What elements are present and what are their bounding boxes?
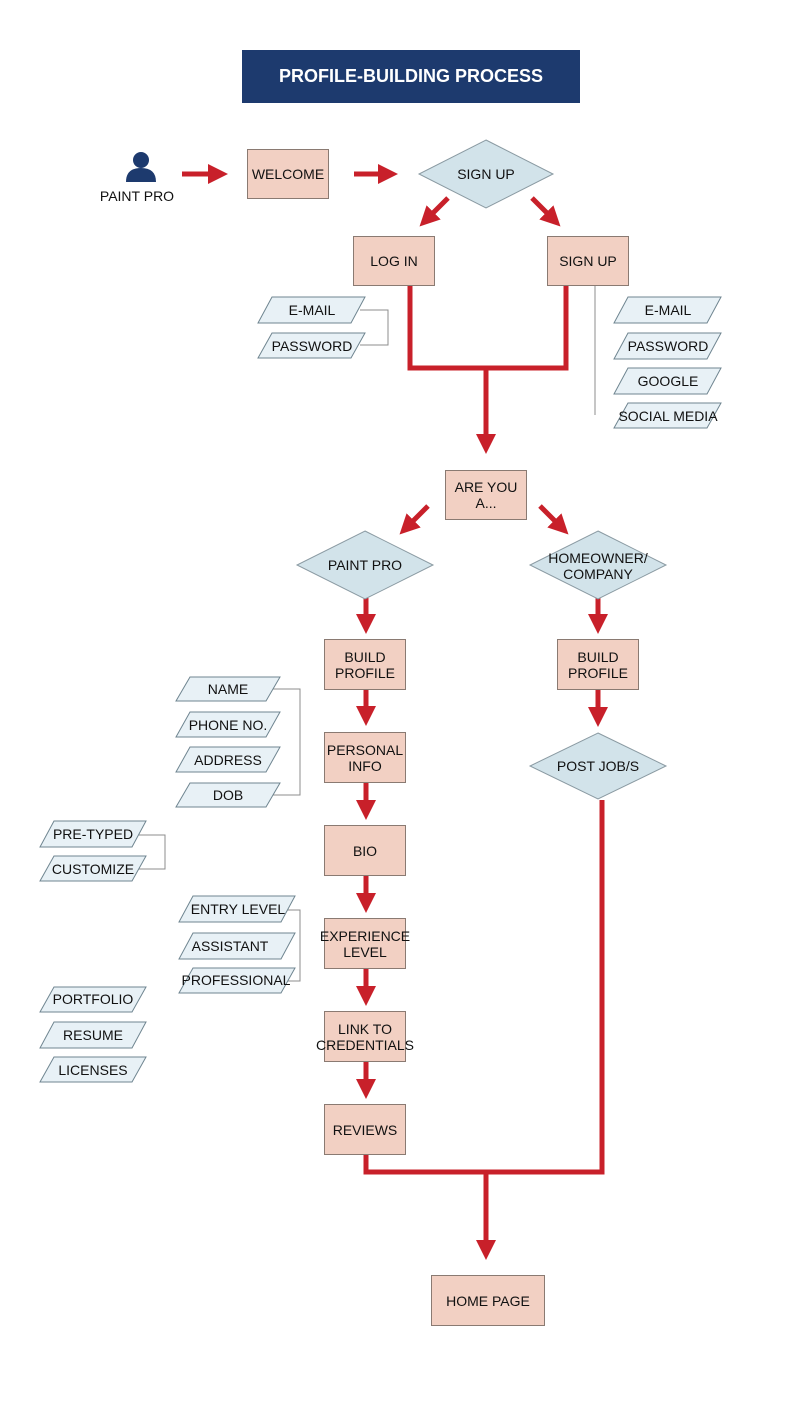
welcome-node: WELCOME bbox=[247, 149, 329, 199]
paint-pro-decision-diamond bbox=[295, 530, 435, 600]
link-to-credentials-node: LINK TO CREDENTIALS bbox=[316, 1011, 414, 1062]
assistant-shape bbox=[178, 932, 296, 960]
build-profile-home-node: BUILD PROFILE bbox=[557, 639, 639, 690]
post-job-decision-label: POST JOB/S bbox=[556, 758, 640, 774]
professional-input: PROFESSIONAL bbox=[181, 972, 291, 988]
signup-email-input: E-MAIL bbox=[644, 302, 692, 318]
connector-lines bbox=[133, 286, 596, 982]
dob-input: DOB bbox=[212, 787, 244, 803]
signup-node: SIGN UP bbox=[547, 236, 629, 286]
address-shape bbox=[175, 746, 281, 773]
signup-decision-diamond bbox=[417, 139, 555, 209]
signup-password-input: PASSWORD bbox=[627, 338, 709, 354]
signup-google-shape bbox=[613, 367, 722, 395]
actor-label: PAINT PRO bbox=[99, 188, 175, 204]
pretyped-shape bbox=[39, 820, 147, 848]
phone-input: PHONE NO. bbox=[188, 717, 268, 733]
page-title: PROFILE-BUILDING PROCESS bbox=[278, 66, 543, 86]
post-job-decision-diamond bbox=[528, 732, 668, 800]
pretyped-input: PRE-TYPED bbox=[52, 826, 134, 842]
phone-shape bbox=[175, 711, 281, 738]
login-email-shape bbox=[257, 296, 366, 324]
login-node: LOG IN bbox=[353, 236, 435, 286]
home-page-node: HOME PAGE bbox=[431, 1275, 545, 1326]
flow-arrows bbox=[182, 164, 608, 1260]
title-banner: PROFILE-BUILDING PROCESS bbox=[242, 50, 580, 103]
professional-shape bbox=[178, 967, 296, 994]
signup-decision-label: SIGN UP bbox=[457, 166, 515, 182]
login-email-input: E-MAIL bbox=[288, 302, 336, 318]
build-profile-pro-node: BUILD PROFILE bbox=[324, 639, 406, 690]
signup-social-input: SOCIAL MEDIA bbox=[618, 408, 718, 424]
signup-social-shape bbox=[613, 402, 722, 429]
signup-email-shape bbox=[613, 296, 722, 324]
are-you-node: ARE YOU A... bbox=[445, 470, 527, 520]
experience-level-node: EXPERIENCE LEVEL bbox=[320, 918, 410, 969]
licenses-input: LICENSES bbox=[58, 1062, 128, 1078]
login-password-shape bbox=[257, 332, 366, 359]
paint-pro-decision-label: PAINT PRO bbox=[327, 557, 403, 573]
customize-shape bbox=[39, 855, 147, 882]
personal-info-node: PERSONAL INFO bbox=[324, 732, 406, 783]
resume-input: RESUME bbox=[63, 1027, 123, 1043]
customize-input: CUSTOMIZE bbox=[51, 861, 135, 877]
licenses-shape bbox=[39, 1056, 147, 1083]
person-icon bbox=[126, 152, 156, 182]
homeowner-decision-diamond bbox=[528, 530, 668, 600]
portfolio-shape bbox=[39, 986, 147, 1013]
name-input: NAME bbox=[207, 681, 249, 697]
dob-shape bbox=[175, 782, 281, 808]
signup-google-input: GOOGLE bbox=[637, 373, 699, 389]
assistant-input: ASSISTANT bbox=[191, 938, 269, 954]
decision-shapes bbox=[295, 139, 668, 800]
address-input: ADDRESS bbox=[194, 752, 262, 768]
portfolio-input: PORTFOLIO bbox=[52, 991, 134, 1007]
bio-node: BIO bbox=[324, 825, 406, 876]
login-password-input: PASSWORD bbox=[271, 338, 353, 354]
homeowner-decision-label: HOMEOWNER/ COMPANY bbox=[548, 550, 648, 582]
entry-level-input: ENTRY LEVEL bbox=[190, 901, 286, 917]
input-shapes bbox=[39, 296, 722, 1083]
name-shape bbox=[175, 676, 281, 702]
resume-shape bbox=[39, 1021, 147, 1049]
entry-level-shape bbox=[178, 895, 296, 923]
reviews-node: REVIEWS bbox=[324, 1104, 406, 1155]
signup-password-shape bbox=[613, 332, 722, 360]
